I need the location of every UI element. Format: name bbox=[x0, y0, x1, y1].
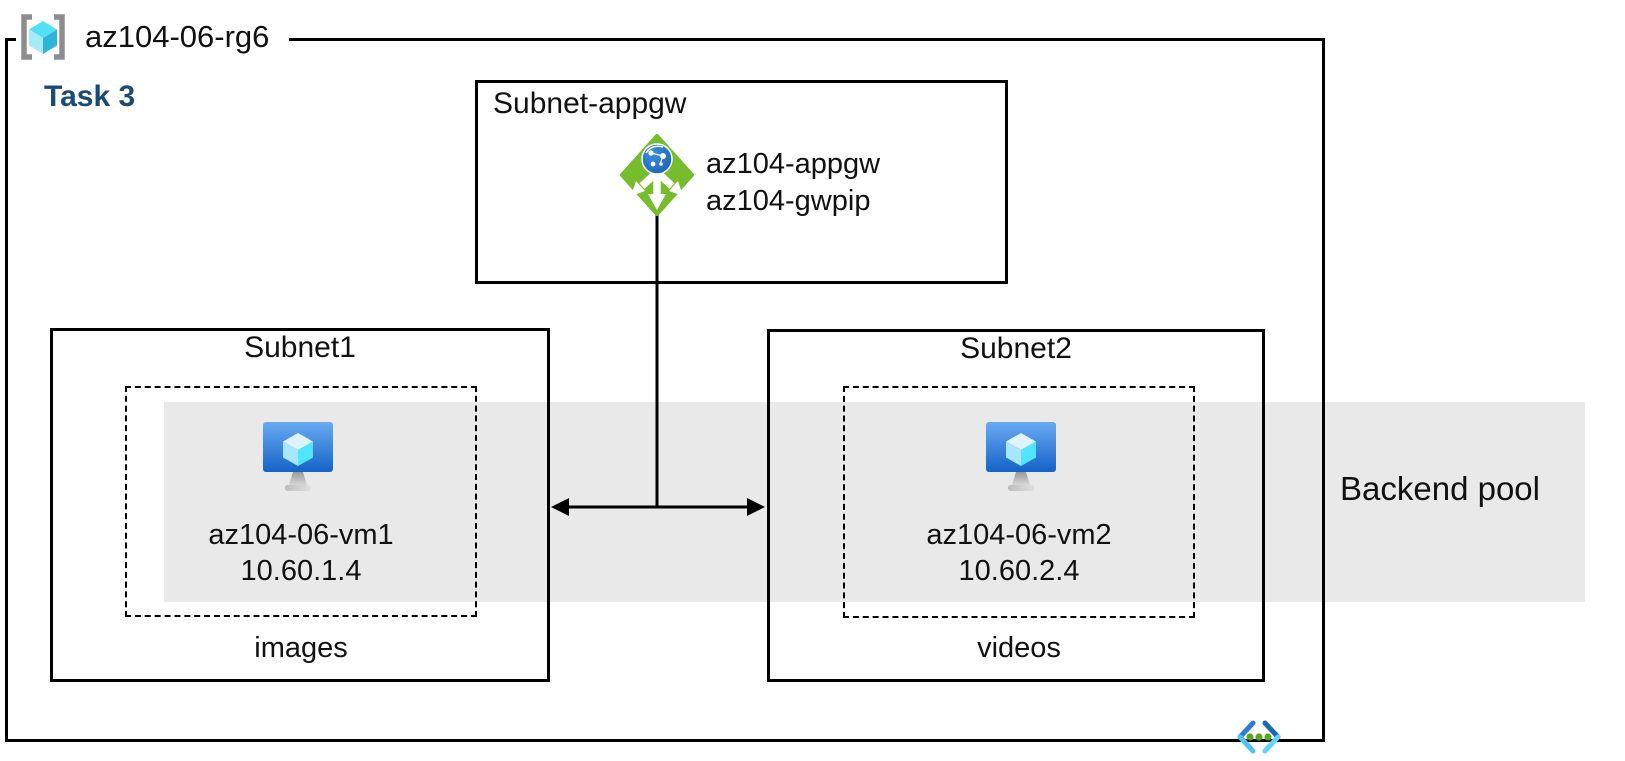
vm2-ip: 10.60.2.4 bbox=[958, 555, 1080, 587]
subnet-appgw-box bbox=[475, 80, 1008, 284]
subnet-appgw-title: Subnet-appgw bbox=[493, 87, 687, 120]
application-gateway-public-ip: az104-gwpip bbox=[706, 185, 871, 217]
application-gateway-name: az104-appgw bbox=[706, 148, 881, 180]
application-gateway-labels: az104-appgw az104-gwpip bbox=[706, 146, 880, 220]
subnet1-title: Subnet1 bbox=[244, 331, 356, 364]
subnet1-box bbox=[50, 328, 550, 682]
resource-group-label: az104-06-rg6 bbox=[85, 19, 270, 54]
subnet2-box bbox=[767, 329, 1265, 682]
resource-group-chip: az104-06-rg6 bbox=[16, 8, 290, 66]
vm1-ip: 10.60.1.4 bbox=[240, 555, 362, 587]
resource-group-icon bbox=[21, 14, 65, 60]
virtual-machine-icon bbox=[263, 422, 333, 491]
vm1-name: az104-06-vm1 bbox=[208, 519, 394, 551]
task-heading: Task 3 bbox=[44, 80, 136, 113]
virtual-network-icon bbox=[1237, 720, 1281, 754]
subnet1-folder-label: images bbox=[254, 632, 348, 664]
backend-pool-band bbox=[164, 402, 1585, 602]
application-gateway-icon bbox=[620, 134, 694, 216]
subnet2-vm-dashed-box bbox=[843, 386, 1195, 618]
vm2-name: az104-06-vm2 bbox=[926, 519, 1112, 551]
vm1-labels: az104-06-vm1 10.60.1.4 bbox=[125, 517, 477, 589]
resource-group-box bbox=[5, 38, 1325, 742]
vm2-labels: az104-06-vm2 10.60.2.4 bbox=[843, 517, 1195, 589]
backend-pool-label: Backend pool bbox=[1340, 470, 1540, 507]
virtual-machine-icon bbox=[986, 422, 1056, 491]
subnet2-folder-label: videos bbox=[977, 632, 1061, 664]
subnet1-vm-dashed-box bbox=[125, 386, 477, 617]
subnet2-title: Subnet2 bbox=[960, 332, 1072, 365]
